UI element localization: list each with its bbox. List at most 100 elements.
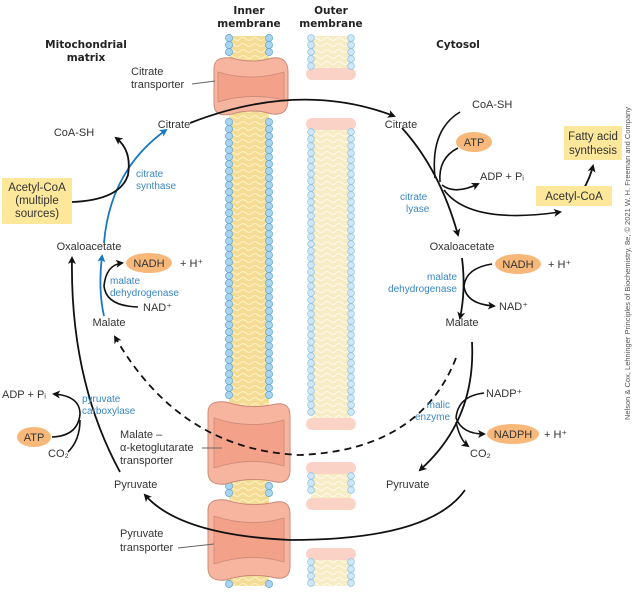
malate-akg-transporter-protein: [207, 401, 291, 485]
lipid-head-bead: [347, 324, 355, 332]
lipid-head-bead: [347, 408, 355, 416]
arrow-citrate-synthase: [103, 128, 168, 244]
cytosol-citrate: Citrate: [385, 119, 417, 131]
lipid-head-bead: [347, 289, 355, 297]
lipid-head-bead: [307, 338, 315, 346]
lipid-head-bead: [225, 293, 233, 301]
inner-membrane-heads-right: [265, 34, 273, 588]
matrix-nad-plus: NAD⁺: [143, 302, 172, 314]
lipid-head-bead: [225, 335, 233, 343]
lipid-head-bead: [307, 579, 315, 587]
arrow-nadp-in: [455, 392, 485, 419]
header-matrix-line1: Mitochondrial: [45, 39, 127, 51]
lipid-head-bead: [225, 349, 233, 357]
lipid-head-bead: [307, 331, 315, 339]
lipid-head-bead: [225, 377, 233, 385]
lipid-head-bead: [307, 41, 315, 49]
lipid-head-bead: [225, 223, 233, 231]
cytosol-atp-oval: ATP: [456, 132, 492, 152]
lipid-head-bead: [347, 41, 355, 49]
lipid-head-bead: [347, 472, 355, 480]
lipid-head-bead: [307, 48, 315, 56]
lipid-head-bead: [307, 565, 315, 573]
lipid-head-bead: [225, 363, 233, 371]
arrow-pyruvate-import: [143, 489, 466, 541]
lipid-head-bead: [347, 331, 355, 339]
matrix-acetyl-coa-box: Acetyl-CoA (multiple sources): [2, 178, 72, 224]
lipid-head-bead: [347, 163, 355, 171]
lipid-head-bead: [307, 275, 315, 283]
lipid-head-bead: [307, 366, 315, 374]
lipid-head-bead: [225, 167, 233, 175]
lipid-head-bead: [307, 191, 315, 199]
enzyme-citrate-synthase-line2: synthase: [136, 181, 176, 192]
cytosol-acetyl-coa-box: Acetyl-CoA: [536, 186, 612, 206]
lipid-head-bead: [225, 251, 233, 259]
lipid-head-bead: [265, 223, 273, 231]
lipid-head-bead: [225, 489, 233, 497]
lipid-head-bead: [307, 317, 315, 325]
lipid-head-bead: [225, 307, 233, 315]
lipid-head-bead: [307, 149, 315, 157]
lipid-head-bead: [347, 268, 355, 276]
lipid-head-bead: [225, 160, 233, 168]
lipid-head-bead: [307, 268, 315, 276]
arrow-citrate-lyase: [401, 127, 461, 237]
lipid-head-bead: [347, 247, 355, 255]
lipid-head-bead: [307, 142, 315, 150]
lipid-head-bead: [307, 261, 315, 269]
lipid-head-bead: [265, 335, 273, 343]
enzyme-citrate-lyase-line2: lyase: [406, 204, 430, 215]
lipid-head-bead: [307, 345, 315, 353]
lipid-head-bead: [347, 401, 355, 409]
lipid-head-bead: [265, 41, 273, 49]
enzyme-malic-enzyme-line2: enzyme: [415, 412, 450, 423]
lipid-head-bead: [347, 156, 355, 164]
matrix-citrate: Citrate: [158, 119, 190, 131]
lipid-head-bead: [347, 352, 355, 360]
matrix-coa-sh: CoA-SH: [54, 127, 94, 139]
lipid-head-bead: [265, 580, 273, 588]
lipid-head-bead: [225, 216, 233, 224]
enzyme-malic-enzyme-line1: malic: [427, 400, 450, 411]
matrix-atp-oval: ATP: [17, 427, 51, 447]
matrix-malate: Malate: [92, 317, 125, 329]
lipid-head-bead: [265, 216, 273, 224]
arrow-atp-in-cytosol: [439, 147, 459, 183]
lipid-head-bead: [347, 359, 355, 367]
lipid-head-bead: [347, 226, 355, 234]
lipid-head-bead: [225, 139, 233, 147]
lipid-head-bead: [307, 303, 315, 311]
lipid-head-bead: [225, 195, 233, 203]
arrow-nadh-to-nad-cytosol: [463, 263, 496, 310]
matrix-atp: ATP: [24, 432, 45, 444]
enzyme-citrate-synthase-line1: citrate: [136, 169, 164, 180]
lipid-head-bead: [347, 135, 355, 143]
arrow-malic-enzyme: [418, 341, 474, 472]
arrow-matrix-mdh: [97, 254, 106, 317]
arrow-nad-to-nadh-matrix: [103, 259, 139, 308]
pyruvate-transporter-leader: [177, 543, 215, 549]
lipid-head-bead: [265, 300, 273, 308]
lipid-head-bead: [347, 565, 355, 573]
lipid-head-bead: [265, 272, 273, 280]
matrix-oxaloacetate: Oxaloacetate: [57, 241, 122, 253]
lipid-head-bead: [265, 230, 273, 238]
lipid-head-bead: [225, 174, 233, 182]
lipid-head-bead: [307, 62, 315, 70]
lipid-head-bead: [347, 233, 355, 241]
pyruvate-transporter-label-line2: transporter: [120, 542, 174, 554]
pyruvate-transporter-label-line1: Pyruvate: [120, 528, 163, 540]
lipid-head-bead: [225, 34, 233, 42]
enzyme-citrate-lyase-line1: citrate: [400, 192, 428, 203]
lipid-head-bead: [307, 240, 315, 248]
lipid-head-bead: [225, 391, 233, 399]
citrate-transporter-label-line1: Citrate: [131, 66, 163, 78]
lipid-head-bead: [225, 272, 233, 280]
cytosol-h-plus-2: + H⁺: [544, 429, 567, 441]
arrow-atp-to-adp-matrix: [51, 390, 81, 438]
lipid-head-bead: [225, 188, 233, 196]
lipid-head-bead: [307, 296, 315, 304]
enzyme-cytosol-mdh-line2: dehydrogenase: [388, 284, 457, 295]
